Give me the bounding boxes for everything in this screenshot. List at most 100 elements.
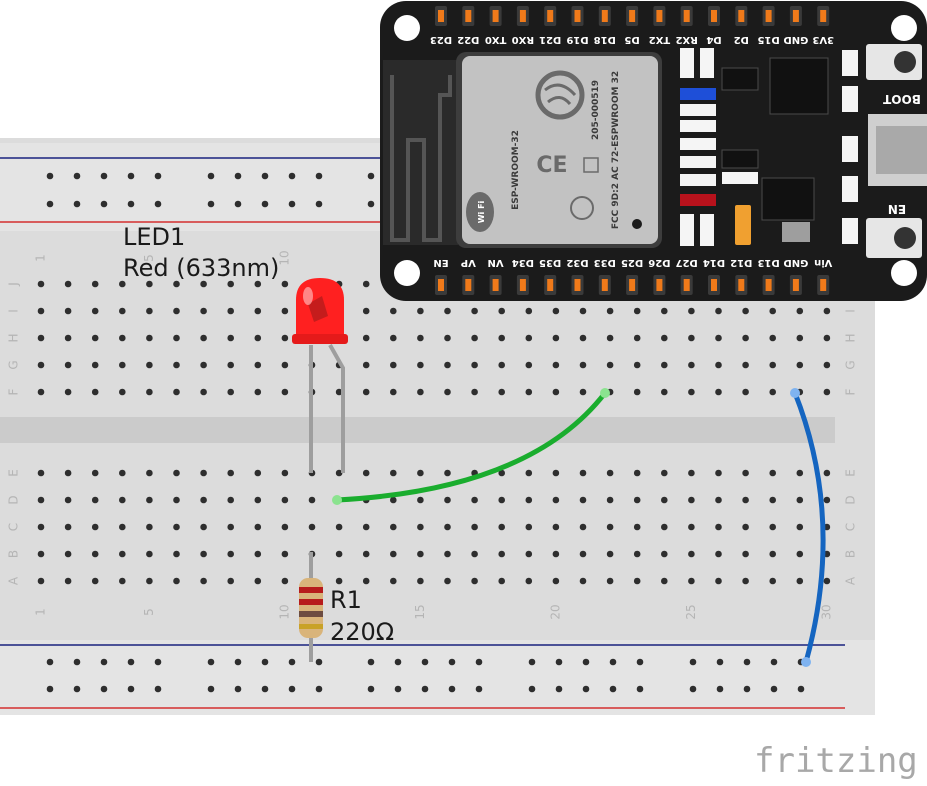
row-letter-label: F (844, 388, 858, 395)
header-pin-pad (711, 10, 717, 22)
breadboard-hole (254, 469, 262, 477)
resistor-band-1 (299, 587, 323, 593)
breadboard-hole (200, 523, 207, 531)
smd-part (722, 172, 758, 184)
breadboard-hole (444, 523, 451, 531)
breadboard-hole (37, 469, 45, 477)
resistor[interactable] (299, 552, 323, 662)
breadboard-hole (335, 550, 343, 558)
breadboard-hole (254, 361, 262, 369)
pin-label: VN (488, 257, 504, 268)
header-pin-pad (738, 279, 745, 291)
breadboard-hole (769, 334, 776, 342)
breadboard-hole (64, 388, 72, 396)
header-pin-pad (792, 279, 799, 291)
module-code: 205-000519 (591, 80, 601, 140)
header-pin-pad (629, 279, 636, 291)
breadboard-hole (661, 388, 668, 396)
breadboard-hole (525, 334, 533, 342)
row-letter-labels: JJIIHHGGFFEEDDCCBBAA (7, 282, 858, 585)
row-letter-label: C (844, 523, 858, 531)
column-number-label: 1 (34, 254, 48, 262)
breadboard-hole (37, 577, 45, 585)
rail-hole (46, 685, 54, 693)
rail-hole (73, 200, 81, 208)
breadboard-hole (796, 361, 804, 369)
en-button[interactable] (866, 218, 922, 258)
breadboard-hole (498, 469, 506, 477)
breadboard-hole (37, 334, 45, 342)
pin-label: D26 (648, 257, 670, 268)
fritzing-brand: fritzing (754, 741, 918, 781)
breadboard-hole (606, 469, 614, 477)
breadboard-hole (173, 469, 180, 477)
rail-hole (582, 658, 590, 666)
mount-hole-top-right (891, 15, 917, 41)
resistor-band-2 (299, 599, 323, 605)
pin-label: 3V3 (812, 34, 834, 45)
smd-part (700, 48, 714, 78)
rail-hole (770, 685, 778, 693)
breadboard-hole (471, 361, 478, 369)
column-number-label: 5 (142, 254, 156, 262)
smd-transistor (721, 67, 759, 91)
smd-part (680, 174, 716, 186)
smd-part (842, 136, 858, 162)
resistor-band-4 (299, 624, 323, 629)
led-die (308, 296, 328, 322)
breadboard-hole (769, 361, 776, 369)
breadboard-hole (579, 550, 587, 558)
rail-hole (609, 685, 617, 693)
signal-wire-green[interactable] (334, 390, 608, 503)
breadboard-hole (200, 280, 207, 288)
micro-usb-port (876, 126, 927, 174)
breadboard-hole (119, 361, 126, 369)
breadboard-hole (796, 469, 804, 477)
breadboard-hole (579, 388, 587, 396)
breadboard-hole (37, 550, 45, 558)
rail-hole (528, 658, 536, 666)
rail-hole (421, 685, 429, 693)
breadboard-hole (200, 550, 207, 558)
header-pin-pad (738, 10, 745, 22)
rail-hole (743, 658, 751, 666)
breadboard-hole (64, 469, 72, 477)
breadboard-hole (91, 523, 99, 531)
breadboard-hole (64, 280, 72, 288)
breadboard-hole (91, 496, 99, 504)
breadboard-hole (715, 550, 722, 558)
usb-uart-chip (769, 57, 829, 115)
pin-label: D12 (730, 257, 752, 268)
pin-label: D14 (703, 257, 725, 268)
breadboard-hole (796, 496, 804, 504)
rail-hole (609, 658, 617, 666)
breadboard-hole (91, 388, 99, 396)
breadboard-hole (254, 577, 262, 585)
breadboard-hole (579, 334, 587, 342)
breadboard-hole (37, 361, 45, 369)
breadboard-hole (823, 334, 831, 342)
ground-wire-blue[interactable] (792, 390, 826, 665)
breadboard-hole (688, 469, 695, 477)
pin-label: D19 (566, 34, 588, 45)
certification-icon (570, 196, 594, 220)
breadboard-hole (119, 469, 126, 477)
breadboard-hole (200, 469, 207, 477)
pin-label: GND (783, 257, 808, 268)
breadboard-hole (715, 388, 722, 396)
breadboard-hole (200, 361, 207, 369)
header-pin-pad (683, 10, 690, 22)
rail-hole (636, 658, 644, 666)
breadboard-hole (37, 496, 45, 504)
led[interactable] (292, 278, 348, 344)
smd-part (842, 86, 858, 112)
boot-button[interactable] (866, 44, 922, 80)
header-pin-pad (765, 10, 772, 22)
breadboard-hole (688, 577, 695, 585)
smd-part (842, 50, 858, 76)
rail-hole (127, 685, 135, 693)
breadboard-hole (552, 550, 560, 558)
breadboard-hole (146, 280, 153, 288)
